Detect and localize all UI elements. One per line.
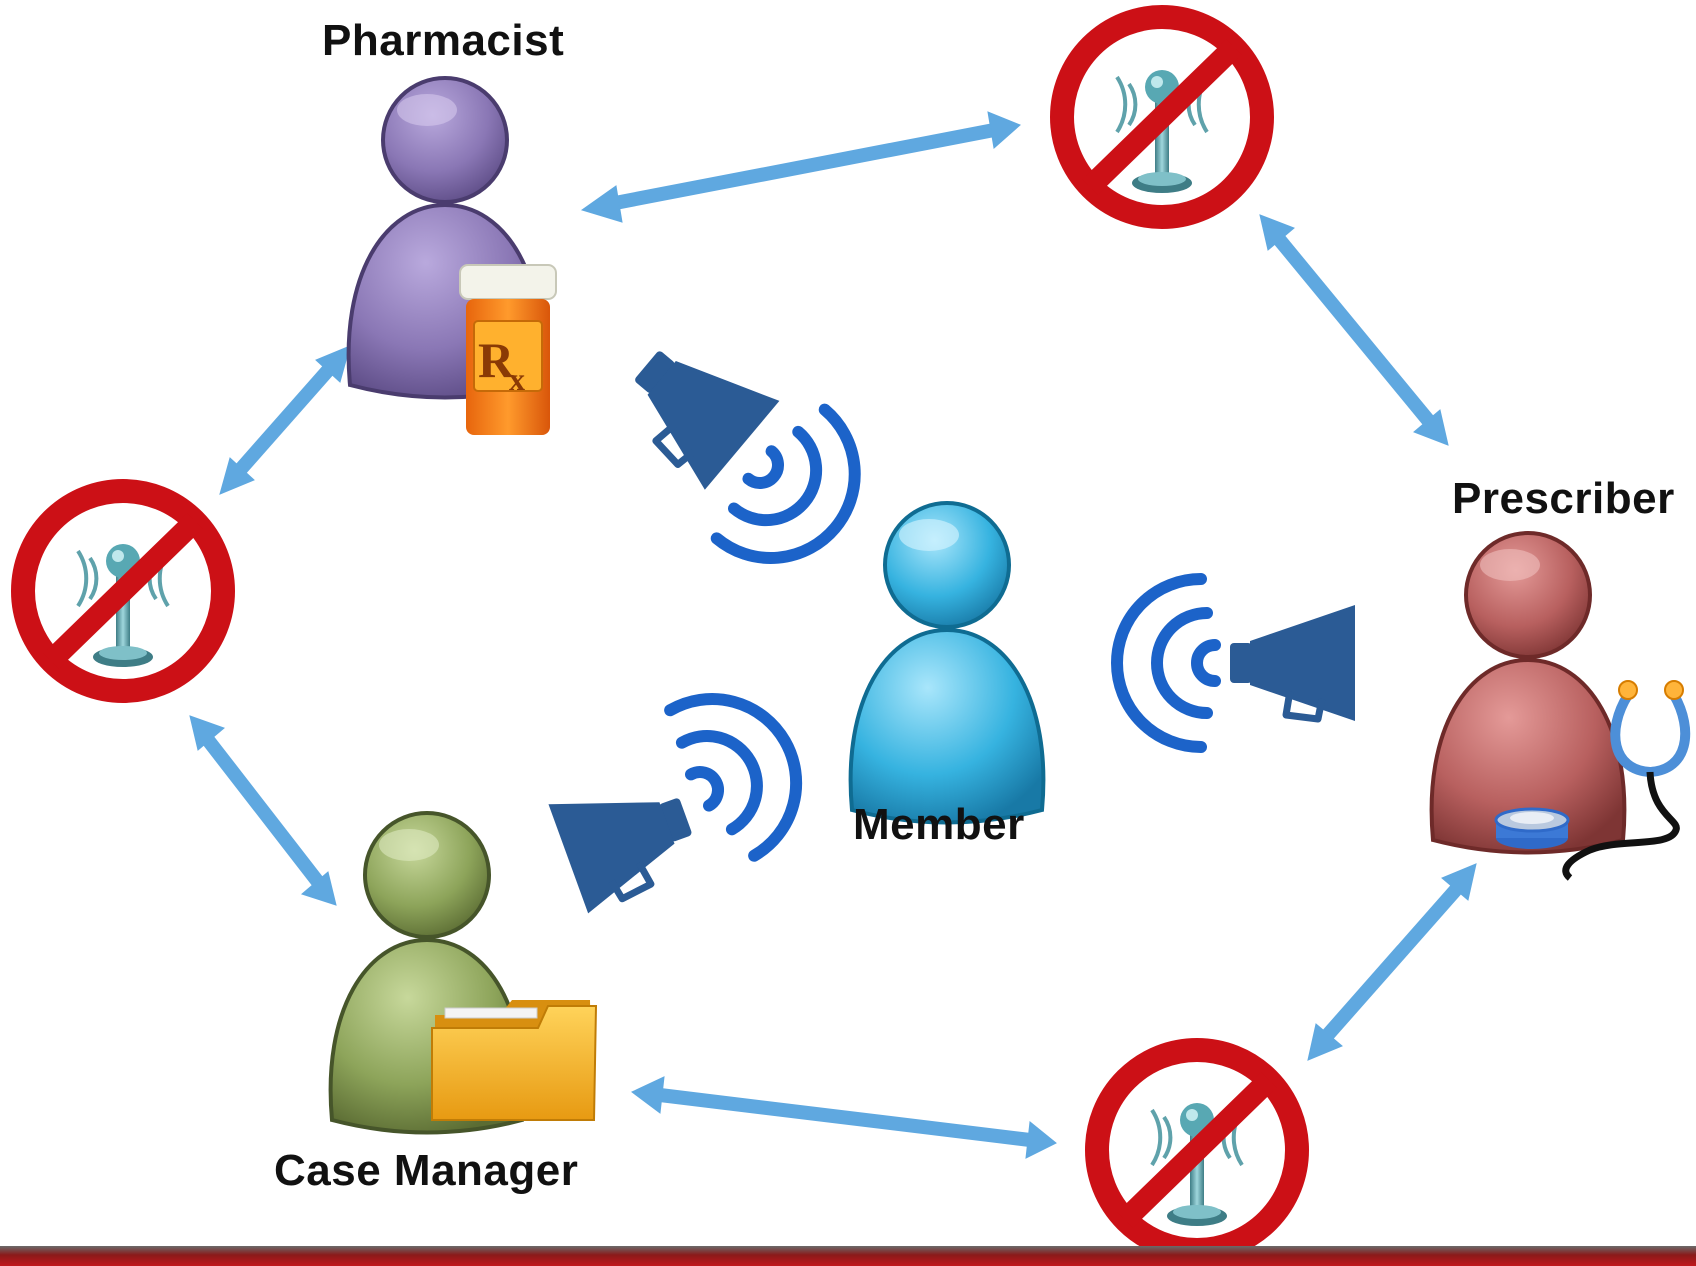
case-manager-label: Case Manager <box>274 1146 579 1195</box>
pharmacist-label: Pharmacist <box>322 16 565 65</box>
arrow-pharmacist-top-block <box>580 111 1021 223</box>
arrow-pharmacist-left-block <box>219 345 351 495</box>
arrow-top-block-prescriber <box>1259 214 1449 446</box>
no-broadcast-icon <box>1062 17 1262 217</box>
svg-text:x: x <box>509 361 525 397</box>
member-avatar <box>848 501 1046 825</box>
no-broadcast-icon <box>23 491 223 691</box>
footer-bar <box>0 1246 1696 1266</box>
pharmacist-avatar <box>346 76 544 400</box>
prescriber-label: Prescriber <box>1452 474 1675 523</box>
megaphone-icon <box>548 762 705 914</box>
stethoscope-icon <box>1494 680 1691 881</box>
sound-waves-icon <box>1117 579 1215 747</box>
no-broadcast-icon <box>1097 1050 1297 1250</box>
rx-pill-bottle-icon: R x <box>459 264 557 435</box>
member-label: Member <box>853 800 1025 849</box>
megaphone-icon <box>609 321 779 490</box>
svg-text:R: R <box>478 332 515 388</box>
folder-icon <box>431 1000 598 1121</box>
megaphone-icon <box>1230 605 1355 721</box>
case-manager-avatar <box>328 811 526 1135</box>
arrow-left-block-casemgr <box>189 715 337 906</box>
prescriber-avatar <box>1429 531 1627 855</box>
arrow-casemgr-bottom-block <box>631 1076 1057 1159</box>
connector-arrows <box>189 111 1477 1159</box>
arrow-bottom-block-prescriber <box>1307 863 1477 1061</box>
